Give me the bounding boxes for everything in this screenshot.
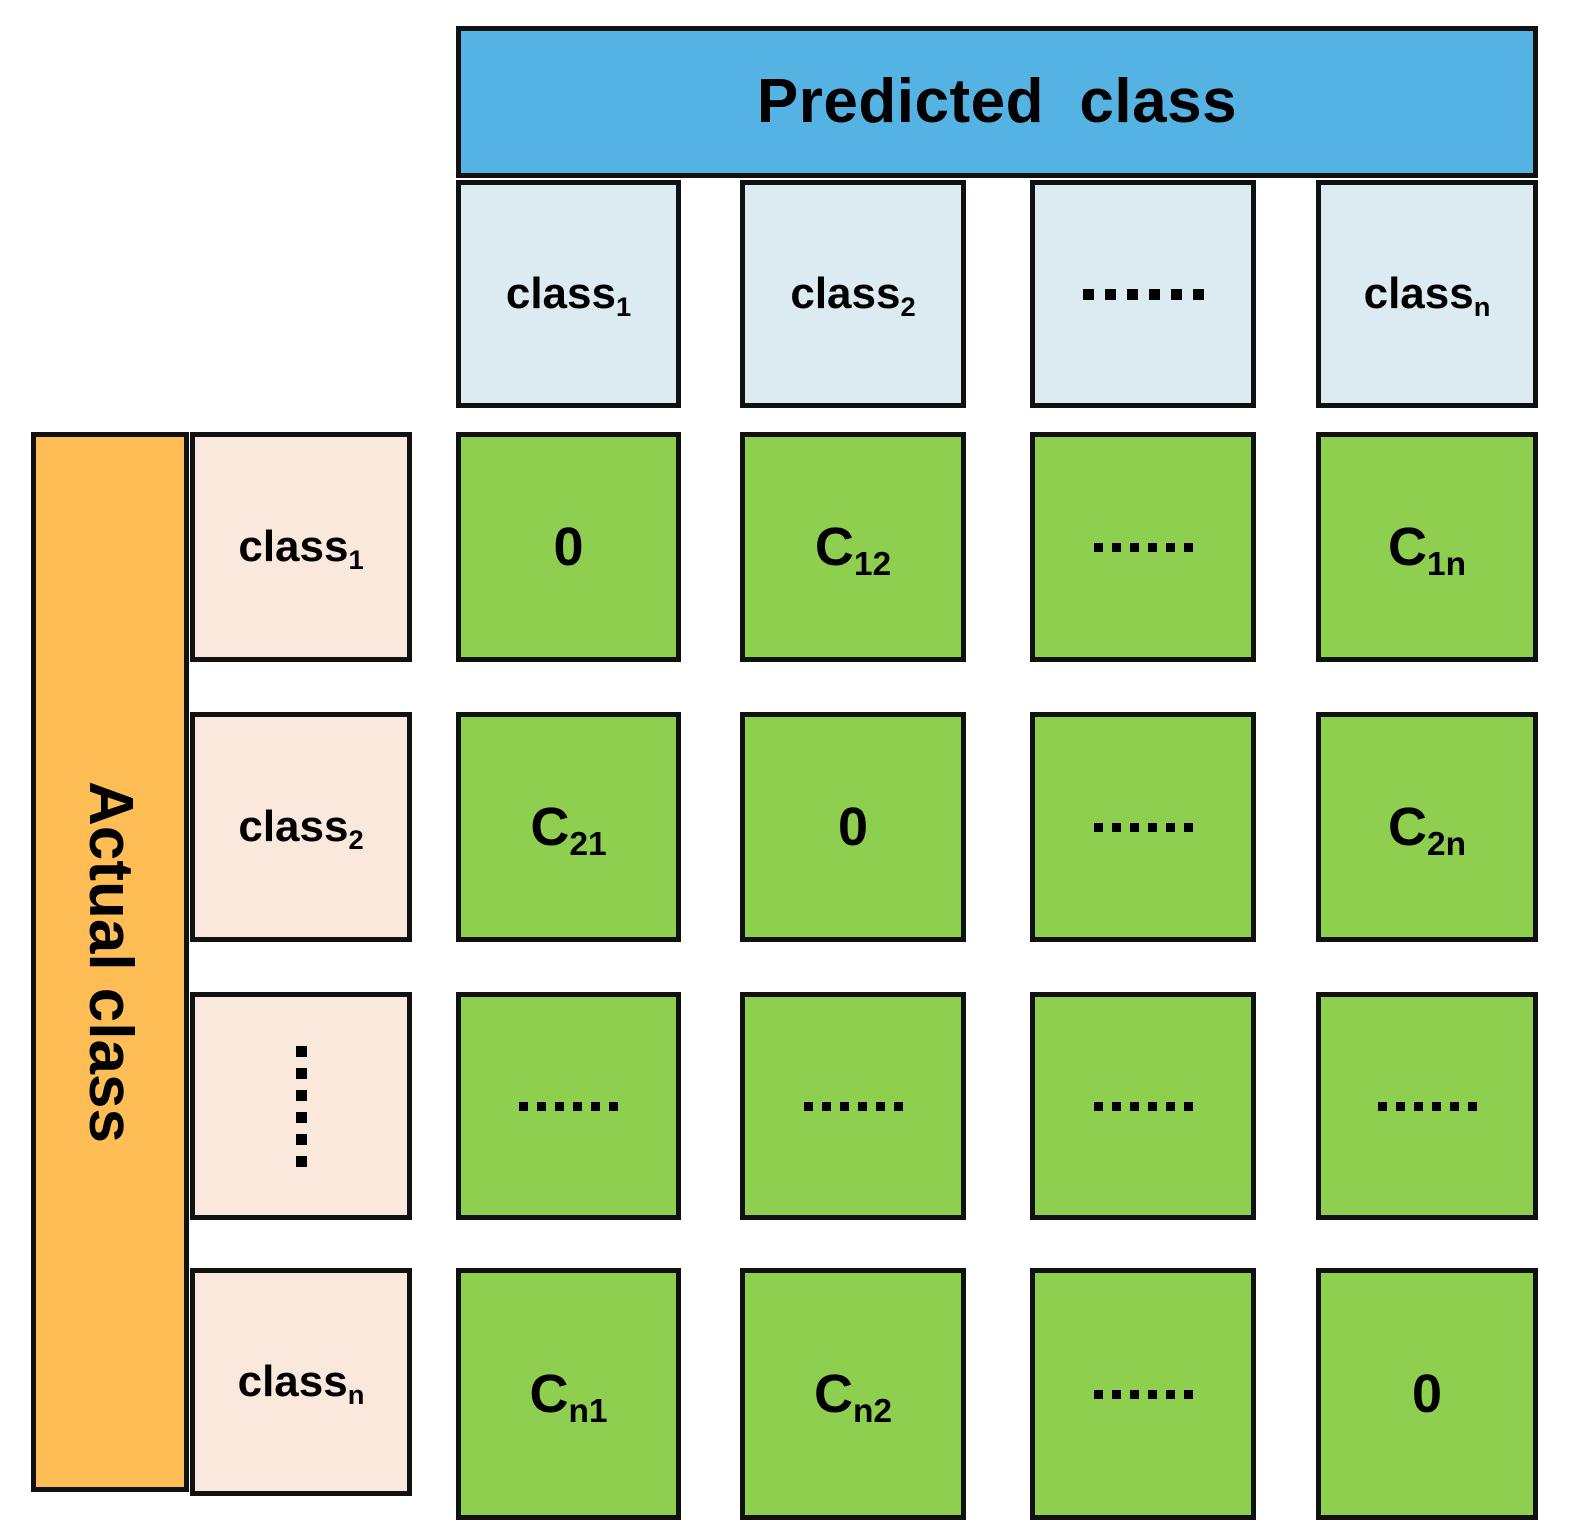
matrix-cell: 0 xyxy=(740,712,966,942)
actual-row-label: class2 xyxy=(238,802,364,856)
ellipsis-icon xyxy=(1093,542,1193,552)
matrix-cell-value: C12 xyxy=(814,517,892,584)
matrix-cell-value: C1n xyxy=(1387,517,1467,584)
ellipsis-icon xyxy=(803,1101,903,1111)
matrix-cell-value: Cn1 xyxy=(529,1364,608,1431)
matrix-cell xyxy=(1030,432,1256,662)
predicted-column-label-subscript: 2 xyxy=(900,291,916,323)
matrix-cell: 0 xyxy=(456,432,681,662)
predicted-column-label: classn xyxy=(1363,269,1491,323)
ellipsis-icon xyxy=(1093,1101,1193,1111)
matrix-cell-value-subscript: n2 xyxy=(852,1393,893,1431)
matrix-cell-value-subscript: n1 xyxy=(568,1393,608,1431)
predicted-column-label: class2 xyxy=(790,269,916,323)
actual-class-label: Actual class xyxy=(76,781,146,1143)
matrix-cell-value-subscript: 1n xyxy=(1426,546,1467,584)
ellipsis-icon xyxy=(1093,822,1193,832)
matrix-cell xyxy=(1030,712,1256,942)
ellipsis-icon xyxy=(1093,1389,1193,1399)
actual-row-header-2: class2 xyxy=(190,712,412,942)
ellipsis-icon xyxy=(519,1101,618,1111)
actual-row-label: classn xyxy=(237,1357,365,1411)
matrix-cell: C21 xyxy=(456,712,681,942)
predicted-column-label-subscript: 1 xyxy=(615,291,632,323)
matrix-cell xyxy=(1030,1268,1256,1520)
predicted-column-header-1: class1 xyxy=(456,180,681,408)
actual-row-label: class1 xyxy=(238,522,364,576)
matrix-cell: C12 xyxy=(740,432,966,662)
matrix-cell xyxy=(456,992,681,1220)
matrix-cell-value: 0 xyxy=(553,517,584,577)
predicted-column-header-n: classn xyxy=(1316,180,1538,408)
matrix-cell-value: C2n xyxy=(1387,797,1467,864)
matrix-cell-value-subscript: 12 xyxy=(853,546,892,584)
matrix-cell-value: 0 xyxy=(1411,1364,1443,1424)
matrix-cell: 0 xyxy=(1316,1268,1538,1520)
predicted-column-header-2: class2 xyxy=(740,180,966,408)
actual-row-label-subscript: n xyxy=(347,1379,365,1411)
matrix-cell-value: Cn2 xyxy=(813,1364,893,1431)
matrix-cell xyxy=(1030,992,1256,1220)
matrix-cell xyxy=(1316,992,1538,1220)
actual-row-label-subscript: 2 xyxy=(348,824,364,856)
actual-class-bar: Actual class xyxy=(31,432,189,1492)
matrix-cell-value-subscript: 21 xyxy=(569,826,607,864)
matrix-cell xyxy=(740,992,966,1220)
predicted-column-label: class1 xyxy=(505,269,632,323)
vertical-ellipsis-icon xyxy=(295,1045,307,1167)
actual-row-header-ellipsis xyxy=(190,992,412,1220)
matrix-cell: Cn1 xyxy=(456,1268,681,1520)
matrix-cell: Cn2 xyxy=(740,1268,966,1520)
matrix-cell-value-subscript: 2n xyxy=(1426,826,1467,864)
actual-row-header-n: classn xyxy=(190,1268,412,1496)
matrix-cell-value: 0 xyxy=(837,797,869,857)
ellipsis-icon xyxy=(1377,1101,1477,1111)
actual-row-label-subscript: 1 xyxy=(348,544,364,576)
matrix-cell-value: C21 xyxy=(530,797,607,864)
ellipsis-icon xyxy=(1082,288,1204,300)
predicted-class-banner: Predicted class xyxy=(456,26,1538,178)
predicted-column-header-ellipsis xyxy=(1030,180,1256,408)
actual-row-header-1: class1 xyxy=(190,432,412,662)
predicted-column-label-subscript: n xyxy=(1473,291,1491,323)
matrix-cell: C2n xyxy=(1316,712,1538,942)
matrix-cell: C1n xyxy=(1316,432,1538,662)
predicted-class-label: Predicted class xyxy=(756,67,1238,136)
